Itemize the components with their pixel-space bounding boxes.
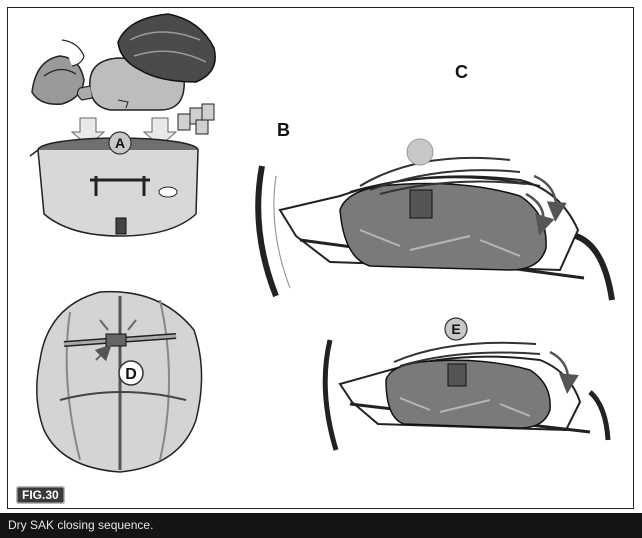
marker-a: A bbox=[109, 132, 131, 154]
step-e-trailer-illustration bbox=[325, 340, 608, 450]
step-d-closed-bag-illustration bbox=[37, 292, 202, 472]
marker-d: D bbox=[119, 361, 143, 385]
marker-c-dot bbox=[407, 139, 433, 165]
step-a-loading-illustration bbox=[30, 14, 215, 236]
marker-e-label: E bbox=[451, 321, 460, 337]
helmet-icon bbox=[32, 40, 84, 104]
figure-number-badge: FIG.30 bbox=[16, 486, 65, 504]
label-b: B bbox=[277, 120, 290, 140]
marker-a-label: A bbox=[115, 135, 125, 151]
figure-caption: Dry SAK closing sequence. bbox=[8, 518, 153, 532]
cups-icon bbox=[178, 104, 214, 134]
step-bc-trailer-illustration bbox=[258, 158, 612, 300]
illustration-svg: A D bbox=[0, 0, 642, 510]
marker-e: E bbox=[445, 318, 467, 340]
caption-bar: Dry SAK closing sequence. bbox=[0, 513, 642, 538]
label-c: C bbox=[455, 62, 468, 82]
marker-d-label: D bbox=[125, 366, 137, 383]
